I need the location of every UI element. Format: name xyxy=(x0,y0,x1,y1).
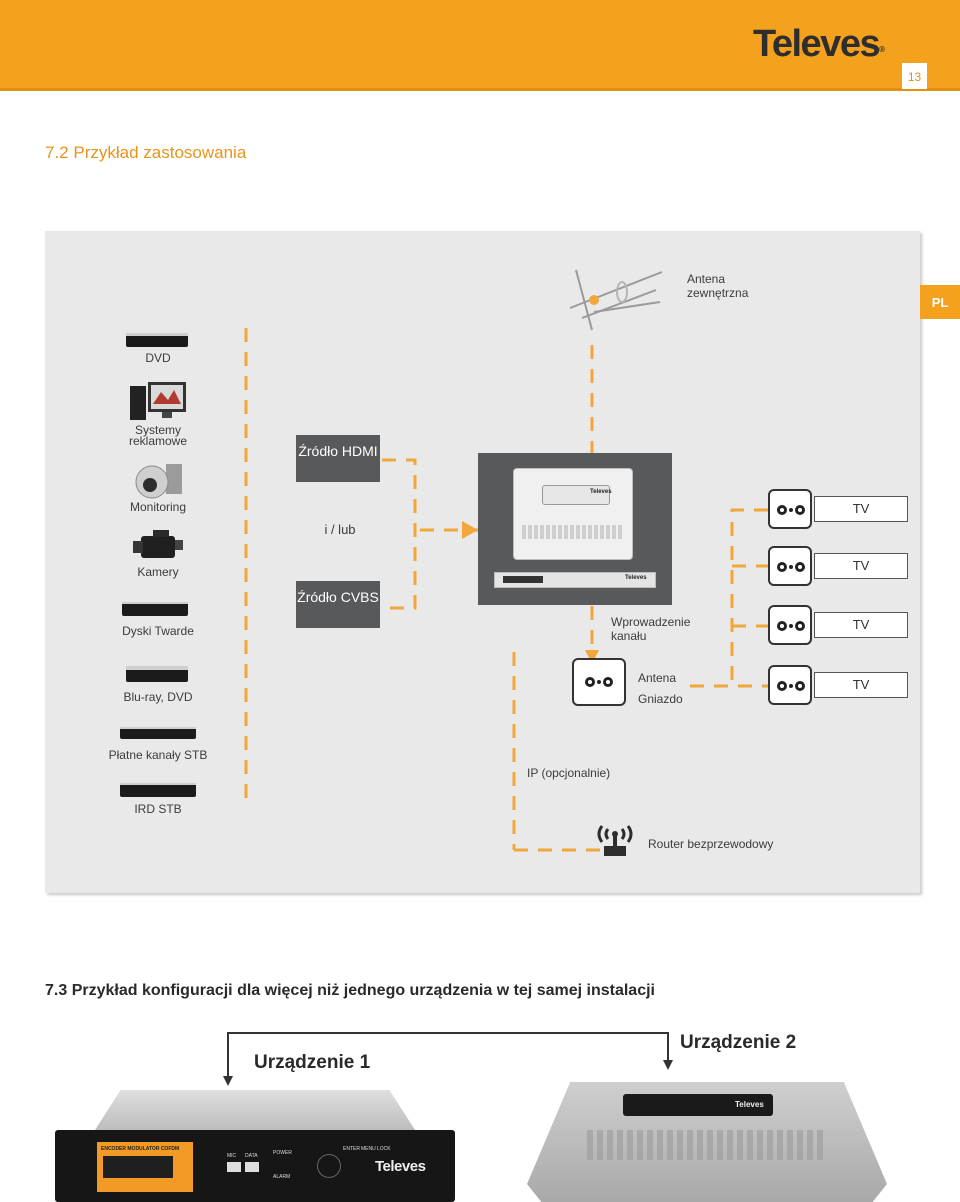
pay-tv-stb xyxy=(120,727,196,739)
ird-stb xyxy=(120,783,196,797)
device1-arrow-icon xyxy=(223,1076,233,1086)
source-label-hard-disks: Dyski Twarde xyxy=(122,624,194,638)
modulator-front-panel xyxy=(542,485,610,505)
socket-connectors-icon xyxy=(777,505,805,515)
source-label-bluray: Blu-ray, DVD xyxy=(123,690,193,704)
rack-lcd-frame: ENCODER MODULATOR COFDM xyxy=(97,1142,193,1192)
hdmi-source-box: Źródło HDMI xyxy=(296,435,380,482)
device2-arrow-icon xyxy=(663,1060,673,1070)
router-label: Router bezprzewodowy xyxy=(648,837,774,851)
section-title-7-2: 7.2 Przykład zastosowania xyxy=(45,143,247,162)
mic-port-label: MIC xyxy=(227,1153,237,1159)
section-title-7-3: 7.3 Przykład konfiguracji dla więcej niż… xyxy=(45,982,655,999)
alarm-label: ALARM xyxy=(273,1174,291,1180)
modulator-brand: Televes xyxy=(590,489,612,495)
antenna-label: Antena zewnętrzna xyxy=(687,272,749,300)
channel-input-label: Wprowadzenie kanału xyxy=(611,615,691,643)
tv-outlet-socket-3 xyxy=(768,605,812,645)
source-label-advertising: Systemy reklamowe xyxy=(128,423,188,448)
language-tab: PL xyxy=(920,285,960,319)
tv-box-2: TV xyxy=(814,553,908,579)
source-label-cameras: Kamery xyxy=(137,565,179,579)
bluray-player xyxy=(126,666,188,682)
tv-outlet-socket-1 xyxy=(768,489,812,529)
rack-model-label: ENCODER MODULATOR COFDM xyxy=(101,1146,180,1152)
device1-title: Urządzenie 1 xyxy=(254,1052,371,1073)
socket-connectors-icon xyxy=(585,677,613,687)
source-label-pay-tv: Płatne kanały STB xyxy=(108,748,208,762)
antenna-socket xyxy=(572,658,626,706)
socket-connectors-icon xyxy=(777,562,805,572)
source-join-line xyxy=(382,458,417,610)
rack-front-panel: ENCODER MODULATOR COFDM MIC DATA POWER A… xyxy=(55,1130,455,1202)
ip-optional-label: IP (opcjonalnie) xyxy=(527,766,611,780)
device2-control-panel: Televes xyxy=(623,1094,773,1116)
hard-disk-device xyxy=(122,602,188,616)
video-camera-icon xyxy=(133,530,183,558)
or-label: i / lub xyxy=(324,522,356,537)
source-label-dvd: DVD xyxy=(145,351,171,365)
rack-lcd xyxy=(103,1156,173,1178)
cvbs-source-box: Źródło CVBS xyxy=(296,581,380,628)
outdoor-antenna-icon xyxy=(569,269,663,331)
device2-wall-modulator: Televes xyxy=(527,1082,887,1202)
power-label: POWER xyxy=(273,1150,292,1156)
tv-outlet-socket-2 xyxy=(768,546,812,586)
device2-title: Urządzenie 2 xyxy=(680,1032,797,1053)
dvd-player xyxy=(126,333,188,347)
televes-logo: Televes® xyxy=(752,23,885,65)
page-number: 13 xyxy=(902,63,927,89)
page-header xyxy=(0,0,960,90)
device2-vents xyxy=(587,1130,827,1160)
arrow-to-modulator-icon xyxy=(462,521,478,539)
socket-connectors-icon xyxy=(777,681,805,691)
rack-navigation-pad[interactable] xyxy=(317,1154,341,1178)
rack-display xyxy=(503,576,543,583)
modulator-device: Televes xyxy=(513,468,633,560)
tv-box-3: TV xyxy=(814,612,908,638)
device2-brand: Televes xyxy=(735,1100,764,1109)
advertising-system-icon xyxy=(130,382,186,420)
source-label-ird: IRD STB xyxy=(134,802,182,816)
tv-distribution-line xyxy=(730,508,768,686)
menu-label: MENU xyxy=(361,1146,376,1152)
data-port-label: DATA xyxy=(245,1153,258,1159)
tv-box-4: TV xyxy=(814,672,908,698)
rack-brand: Televes xyxy=(375,1158,426,1175)
header-band xyxy=(0,88,960,91)
source-label-monitoring: Monitoring xyxy=(129,500,187,514)
rack-unit-brand: Televes xyxy=(625,575,647,581)
tv-box-1: TV xyxy=(814,496,908,522)
socket-connectors-icon xyxy=(777,621,805,631)
data-port xyxy=(245,1162,259,1172)
device1-rack-modulator: ENCODER MODULATOR COFDM MIC DATA POWER A… xyxy=(55,1085,455,1202)
antenna-socket-label: Antena Gniazdo xyxy=(638,671,683,706)
modulator-rack-unit: Televes xyxy=(494,572,656,588)
wireless-router-icon xyxy=(597,825,633,856)
arrow-down-icon xyxy=(585,650,599,664)
device-pointer-lines xyxy=(223,1032,673,1086)
enter-label: ENTER xyxy=(343,1146,360,1152)
modulator-vents xyxy=(522,525,622,539)
rack-top-cover xyxy=(95,1090,415,1130)
mic-port xyxy=(227,1162,241,1172)
lock-label: LOCK xyxy=(377,1146,391,1152)
cctv-camera-icon xyxy=(135,464,182,499)
tv-outlet-socket-4 xyxy=(768,665,812,705)
